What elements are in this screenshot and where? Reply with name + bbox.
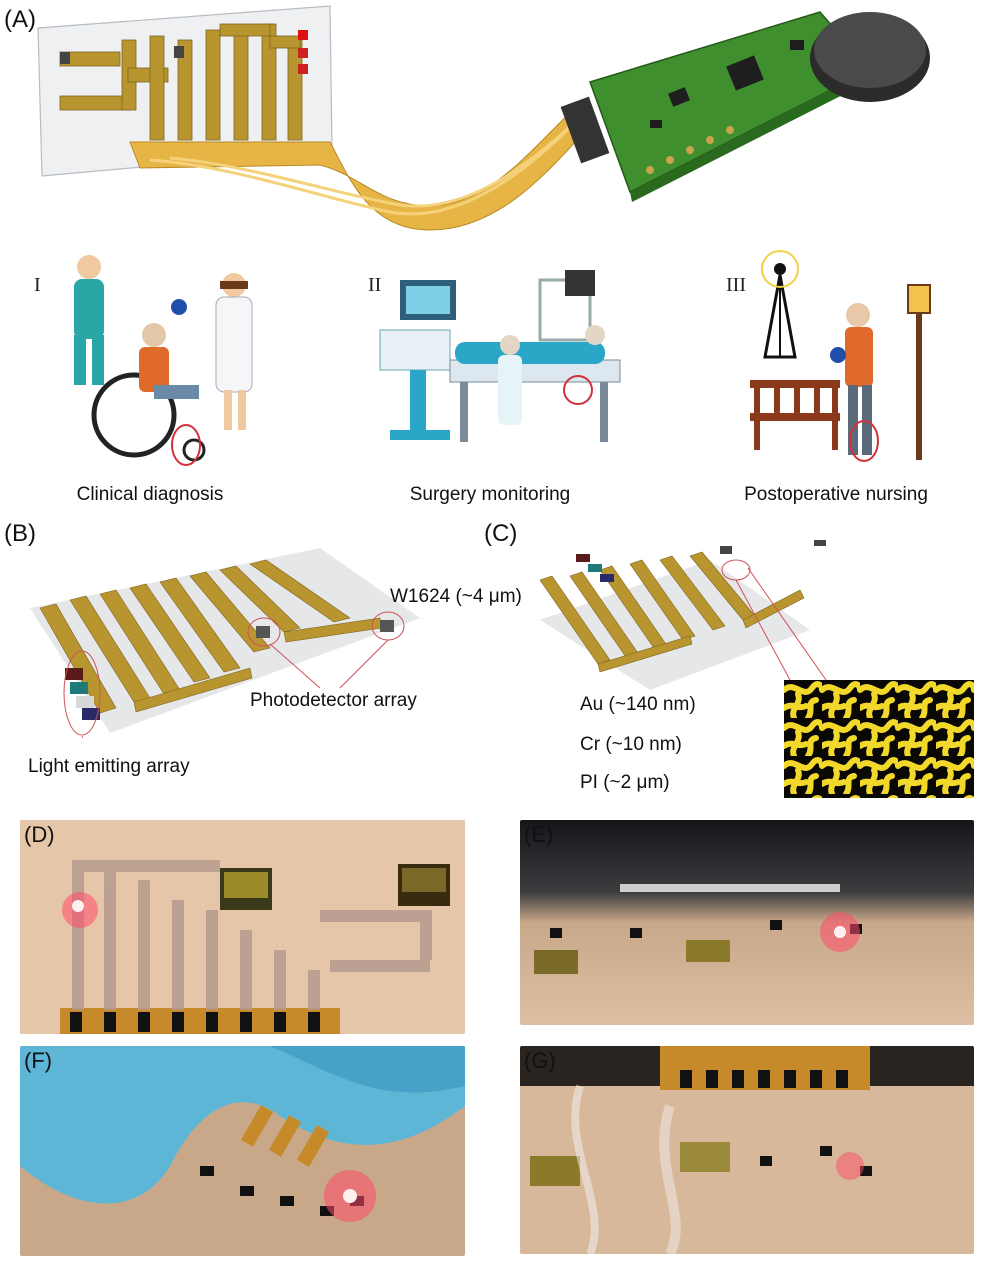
scene-iii-roman: III [726, 274, 746, 296]
w1624-label: W1624 (~4 μm) [390, 586, 522, 607]
panel-b-letter: (B) [4, 520, 36, 547]
panel-c-letter: (C) [484, 520, 518, 547]
panel-c-device [530, 540, 830, 690]
postoperative-nursing-label: Postoperative nursing [744, 484, 928, 505]
photodetector-array-label: Photodetector array [250, 690, 417, 711]
photo-e [520, 820, 974, 1025]
device-illustration [30, 0, 930, 255]
photo-f [20, 1046, 465, 1256]
scene-ii-roman: II [368, 274, 382, 296]
light-emitting-array-label: Light emitting array [28, 756, 190, 777]
postoperative-nursing-illustration [740, 245, 940, 470]
red-circle-marker [849, 420, 879, 462]
clinical-diagnosis-label: Clinical diagnosis [76, 484, 224, 505]
panel-d-letter: (D) [24, 822, 55, 847]
surgery-monitoring-illustration [370, 270, 630, 470]
panel-f-letter: (F) [24, 1048, 53, 1073]
surgery-monitoring-label: Surgery monitoring [409, 484, 571, 505]
red-circle-marker [563, 375, 593, 405]
panel-b-device [20, 548, 430, 738]
scene-i-roman: I [34, 274, 41, 296]
cr-layer-label: Cr (~10 nm) [580, 734, 682, 755]
pi-layer-label: PI (~2 μm) [580, 772, 670, 793]
panel-a-letter: (A) [4, 6, 36, 33]
au-layer-label: Au (~140 nm) [580, 694, 696, 715]
gold-electrodes [59, 23, 303, 141]
photo-d [20, 820, 465, 1034]
clinical-diagnosis-illustration [44, 245, 274, 475]
mesh-micrograph [784, 680, 974, 798]
red-circle-marker [171, 424, 201, 466]
photo-g [520, 1046, 974, 1254]
panel-e-letter: (E) [524, 822, 554, 847]
panel-g-letter: (G) [524, 1048, 556, 1073]
